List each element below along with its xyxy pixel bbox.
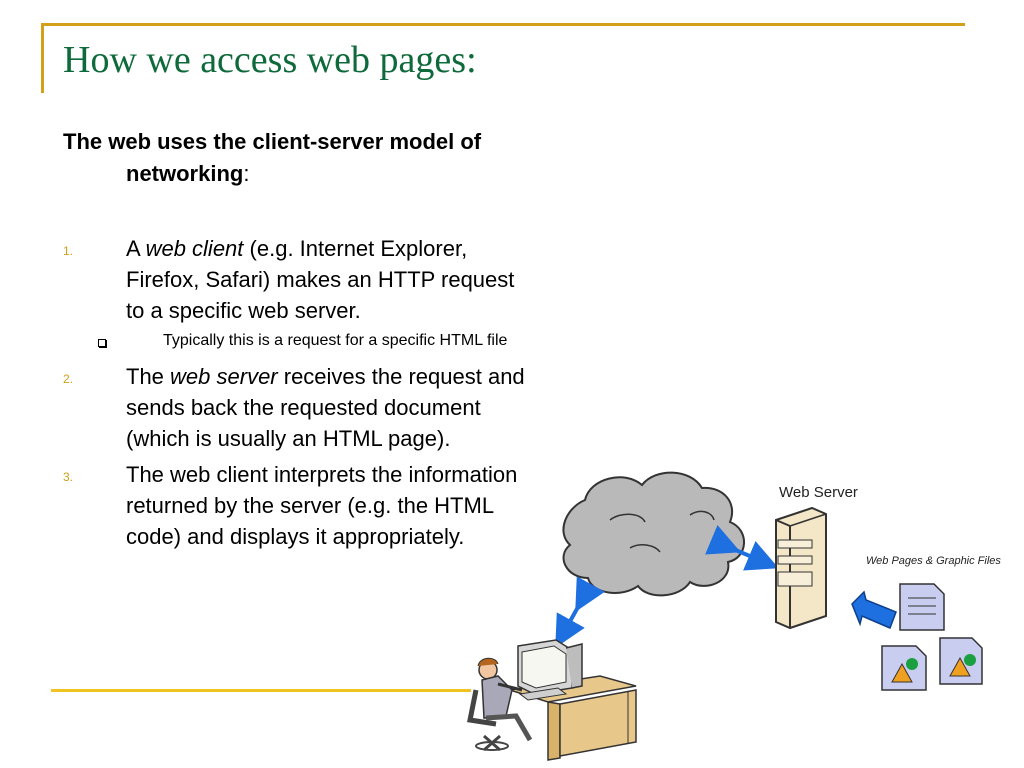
- title-frame-top: [41, 23, 965, 26]
- list-item-1-line-1: A web client (e.g. Internet Explorer,: [126, 233, 596, 264]
- graphic-file-icon-1: [881, 645, 927, 691]
- list-item-2-emphasis: web server: [170, 364, 278, 389]
- graphic-file-icon-2: [939, 637, 983, 685]
- list-item-3: The web client interprets the informatio…: [126, 459, 596, 552]
- web-server-icon: [775, 506, 827, 630]
- list-number-3: 3.: [63, 470, 74, 484]
- list-item-1: A web client (e.g. Internet Explorer, Fi…: [126, 233, 596, 326]
- list-item-3-line-3: code) and displays it appropriately.: [126, 524, 465, 549]
- bottom-rule: [51, 689, 471, 692]
- intro-line-2-wrap: networking:: [63, 158, 603, 190]
- intro-colon: :: [243, 161, 250, 186]
- list-item-1-rest: (e.g. Internet Explorer,: [243, 236, 468, 261]
- web-files-label: Web Pages & Graphic Files: [866, 555, 1001, 567]
- web-server-label: Web Server: [779, 484, 858, 501]
- list-item-1-prefix: A: [126, 236, 146, 261]
- list-item-2-prefix: The: [126, 364, 171, 389]
- web-page-document-icon: [899, 583, 945, 631]
- client-cloud-arrow-icon: [555, 576, 605, 648]
- list-item-3-line-2: returned by the server (e.g. the HTML: [126, 493, 495, 518]
- list-item-1-emphasis: web client: [145, 236, 244, 261]
- sub-bullet-icon: [98, 339, 106, 347]
- list-item-2: The web server receives the request and …: [126, 361, 596, 454]
- client-user-computer-icon: [467, 639, 637, 761]
- title-frame-left: [41, 23, 44, 93]
- intro-line-1: The web uses the client-server model of: [63, 129, 482, 154]
- list-item-2-line-1: The web server receives the request and: [126, 361, 596, 392]
- list-item-3-line-1: The web client interprets the informatio…: [126, 462, 518, 487]
- files-to-server-arrow-icon: [851, 590, 897, 629]
- slide-title: How we access web pages:: [63, 39, 477, 81]
- list-item-2-rest: receives the request and: [277, 364, 525, 389]
- list-item-1-line-2: Firefox, Safari) makes an HTTP request: [126, 267, 515, 292]
- list-number-1: 1.: [63, 244, 74, 258]
- list-item-2-line-3: (which is usually an HTML page).: [126, 426, 451, 451]
- intro-line-2: networking: [126, 161, 244, 186]
- list-item-1-line-3: to a specific web server.: [126, 298, 361, 323]
- list-number-2: 2.: [63, 372, 74, 386]
- cloud-server-arrow-icon: [705, 525, 779, 571]
- sub-item-text: Typically this is a request for a specif…: [163, 332, 508, 349]
- internet-cloud-icon: [562, 471, 745, 597]
- intro-text: The web uses the client-server model of …: [63, 126, 603, 190]
- list-item-2-line-2: sends back the requested document: [126, 395, 481, 420]
